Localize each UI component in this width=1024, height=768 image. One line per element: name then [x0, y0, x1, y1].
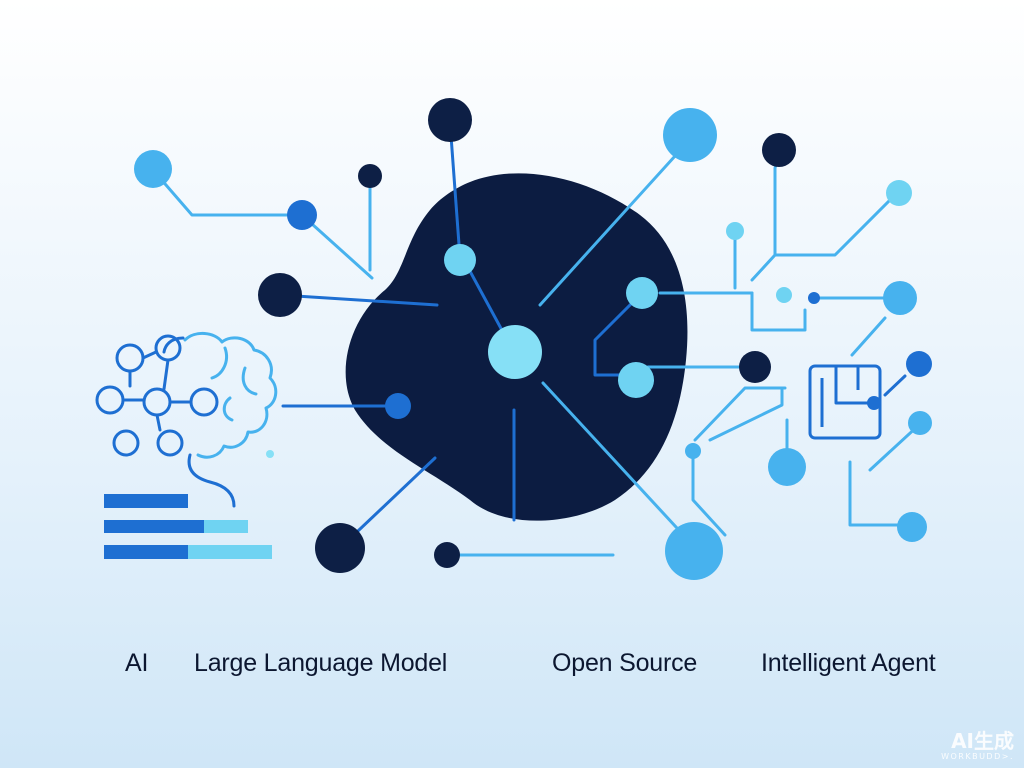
node: [134, 150, 172, 188]
node: [358, 164, 382, 188]
node: [886, 180, 912, 206]
label-ai: AI: [125, 649, 149, 677]
node: [883, 281, 917, 315]
node: [808, 292, 820, 304]
line: [750, 291, 807, 332]
label-open-source: Open Source: [552, 649, 698, 677]
dot: [266, 450, 274, 458]
line: [708, 388, 784, 442]
line: [448, 120, 462, 260]
node: [739, 351, 771, 383]
node: [488, 325, 542, 379]
line: [773, 190, 900, 257]
line: [691, 450, 727, 537]
node: [428, 98, 472, 142]
node: [618, 362, 654, 398]
line: [693, 386, 787, 442]
connection-lines: [151, 120, 922, 557]
node: [385, 393, 411, 419]
node: [444, 244, 476, 276]
node: [287, 200, 317, 230]
bar-stack: [104, 494, 272, 559]
line: [848, 460, 914, 527]
node: [776, 287, 792, 303]
node: [867, 396, 881, 410]
watermark-sub: WORKBUDD>.: [941, 752, 1014, 761]
watermark-logo: AI生成 WORKBUDD>.: [941, 730, 1014, 762]
line: [868, 422, 922, 472]
node: [768, 448, 806, 486]
node: [315, 523, 365, 573]
line: [278, 293, 439, 307]
line: [300, 213, 374, 280]
line: [883, 374, 907, 397]
label-large-language-model: Large Language Model: [194, 649, 448, 677]
node: [897, 512, 927, 542]
node: [626, 277, 658, 309]
label-intelligent-agent: Intelligent Agent: [761, 649, 936, 677]
node: [906, 351, 932, 377]
nodes: [134, 98, 932, 580]
watermark-main: AI生成: [951, 729, 1014, 753]
node: [908, 411, 932, 435]
node: [726, 222, 744, 240]
brain-icon: [95, 332, 278, 508]
line: [541, 381, 690, 542]
node: [258, 273, 302, 317]
node: [663, 108, 717, 162]
line: [850, 316, 887, 357]
node: [434, 542, 460, 568]
line: [750, 148, 782, 282]
line: [593, 293, 642, 377]
node: [665, 522, 723, 580]
node: [685, 443, 701, 459]
node: [762, 133, 796, 167]
line: [151, 168, 304, 217]
line: [538, 143, 687, 307]
